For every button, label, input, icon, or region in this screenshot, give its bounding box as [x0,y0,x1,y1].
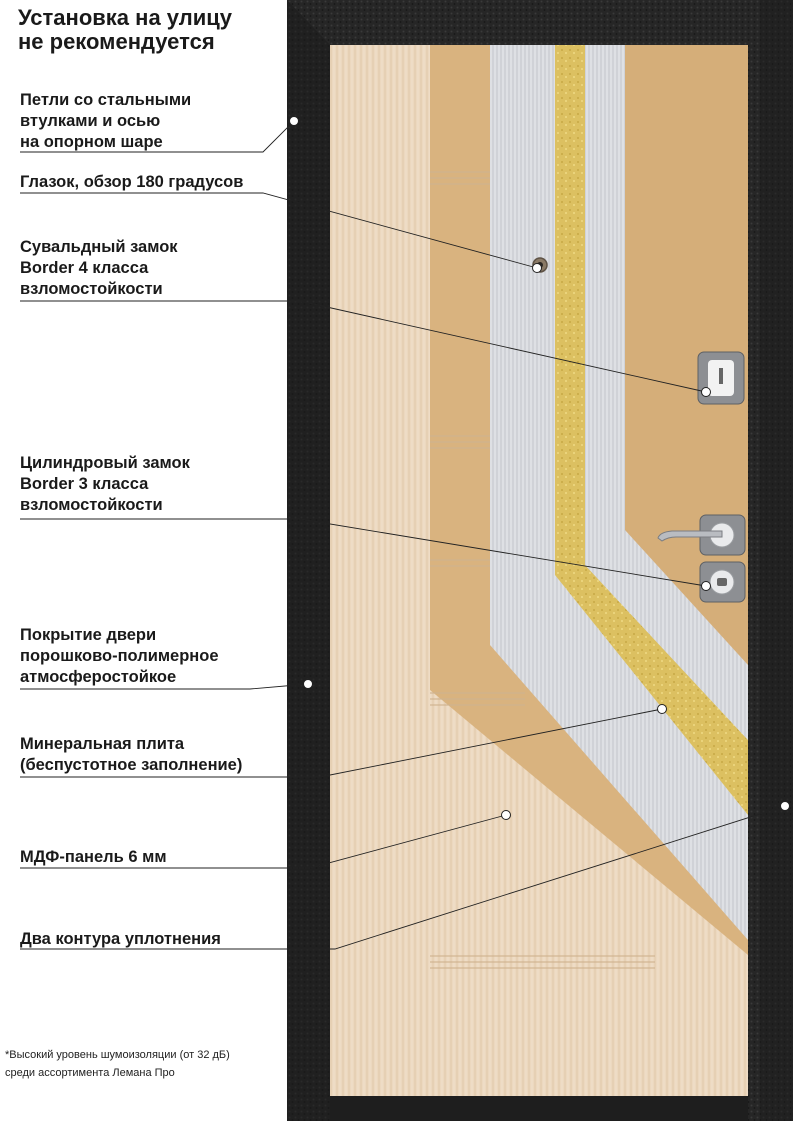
callout-dot-mineral [657,704,667,714]
callout-dot-lever-lock [701,387,711,397]
callout-mineral-label: Минеральная плита (беспустотное заполнен… [20,735,243,774]
callout-dot-peephole [532,263,542,273]
callout-mdf-label: МДФ-панель 6 мм [20,848,167,866]
callout-lever-lock-label: Сувальдный замок Border 4 класса взломос… [20,238,178,298]
callout-cylinder-lock-label: Цилиндровый замок Border 3 класса взломо… [20,454,190,514]
callout-lines [20,120,786,950]
footnote: *Высокий уровень шумоизоляции (от 32 дБ)… [5,1049,230,1079]
cylinder-lock-icon [699,561,746,603]
page-title: Установка на улицу не рекомендуется [18,5,232,54]
callout-hinges-label: Петли со стальными втулками и осью на оп… [20,91,192,151]
callout-coating-label: Покрытие двери порошково-полимерное атмо… [20,626,219,686]
callout-dot-seals [780,801,790,811]
mineral-layer [555,45,748,815]
callout-dot-mdf [501,810,511,820]
callout-peephole-label: Глазок, обзор 180 градусов [20,173,244,191]
inner-mdf-panel [625,45,748,665]
callout-seals-label: Два контура уплотнения [20,930,221,948]
door-handle-icon [657,514,746,556]
callout-dot-coating [303,679,313,689]
callout-dot-cylinder-lock [701,581,711,591]
callout-dot-hinges [289,116,299,126]
